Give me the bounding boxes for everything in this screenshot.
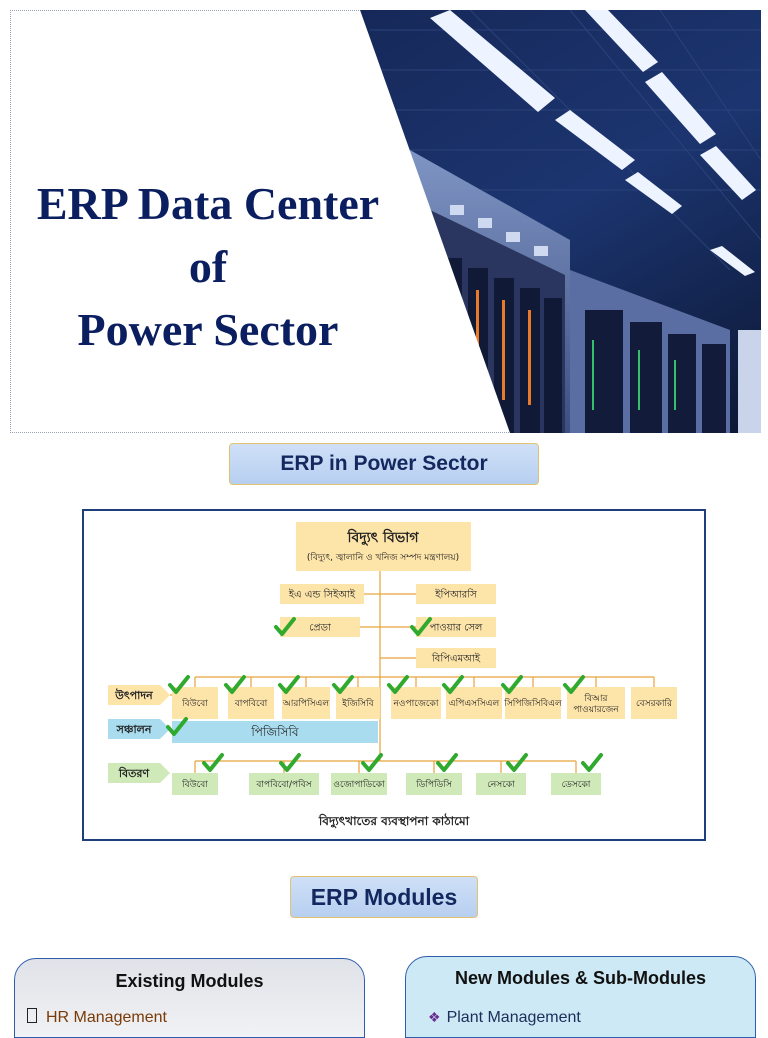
checkmark-icon	[202, 753, 224, 772]
checkmark-icon	[332, 675, 354, 694]
checkmark-icon	[279, 753, 301, 772]
org-chart-caption: বিদ্যুৎখাতের ব্যবস্থাপনা কাঠামো	[318, 813, 470, 830]
existing-modules-card: Existing Modules HR Management	[14, 958, 365, 1038]
list-item[interactable]: HR Management	[27, 1008, 167, 1027]
checkmark-icon	[442, 675, 464, 694]
generation-7-box	[567, 687, 625, 719]
distribution-1-box	[249, 773, 319, 795]
upper-2-box	[280, 617, 360, 637]
list-item[interactable]: ❖ Plant Management	[428, 1009, 581, 1027]
row-label-1: সঞ্চালন	[116, 723, 152, 736]
generation-5-label: এপিএসসিএল	[449, 698, 500, 709]
generation-4-label: নওপাজেকো	[393, 699, 439, 709]
checkmark-icon	[563, 675, 585, 694]
hero-title-line2: of	[188, 241, 228, 292]
generation-1-label: বাপবিবো	[234, 698, 268, 709]
org-chart: বিদ্যুৎ বিভাগ (বিদ্যুৎ, জ্বালানি ও খনিজ স…	[108, 522, 677, 830]
upper-3-label: পাওয়ার সেল	[430, 622, 483, 633]
checkmark-icon	[501, 675, 523, 694]
distribution-2-label: ওজোপাডিকো	[333, 779, 385, 790]
transmission-label: পিজিসিবি	[250, 725, 299, 739]
upper-3-box	[416, 617, 496, 637]
generation-8-box	[631, 687, 677, 719]
hero-title-line3: Power Sector	[77, 304, 339, 355]
generation-0-box	[172, 687, 218, 719]
generation-7-label: বিআর	[583, 693, 608, 704]
upper-1-label: ইপিআরসি	[434, 588, 477, 600]
distribution-3-label: ডিপিডিসি	[415, 779, 453, 790]
org-chart-frame: বিদ্যুৎ বিভাগ (বিদ্যুৎ, জ্বালানি ও খনিজ স…	[82, 509, 706, 841]
distribution-4-box	[476, 773, 526, 795]
checkmark-icon	[436, 753, 458, 772]
generation-1-box	[228, 687, 274, 719]
new-modules-card: New Modules & Sub-Modules ❖ Plant Managem…	[405, 956, 756, 1038]
hero-title-line1: ERP Data Center	[36, 178, 380, 229]
generation-6-box	[505, 687, 561, 719]
generation-4-box	[391, 687, 441, 719]
hero-banner: ERP Data Center of Power Sector	[10, 10, 761, 433]
distribution-5-label: ডেসকো	[562, 780, 591, 790]
upper-4-label: বিপিএমআই	[431, 652, 481, 664]
diamond-bullet-icon: ❖	[428, 1009, 441, 1025]
row-label-2: বিতরণ	[118, 766, 151, 780]
row-label-shape	[108, 685, 170, 705]
checkbox-icon	[27, 1008, 37, 1023]
distribution-0-label: বিউবো	[181, 778, 208, 790]
generation-2-label: আরপিসিএল	[282, 698, 329, 709]
generation-3-box	[336, 687, 380, 719]
section-title-erp-modules: ERP Modules	[290, 876, 478, 918]
checkmark-icon	[274, 617, 296, 636]
distribution-2-box	[331, 773, 387, 795]
checkmark-icon	[166, 717, 188, 736]
checkmark-icon	[361, 753, 383, 772]
root-box	[296, 522, 471, 571]
checkmark-icon	[410, 617, 432, 636]
generation-0-label: বিউবো	[181, 697, 208, 709]
upper-0-box	[280, 584, 364, 604]
row-label-shape	[108, 763, 170, 783]
hero-title: ERP Data Center of Power Sector	[10, 172, 406, 361]
generation-2-box	[282, 687, 330, 719]
module-plant-management: Plant Management	[446, 1009, 581, 1026]
upper-1-box	[416, 584, 496, 604]
distribution-1-label: বাপবিবো/পবিস	[255, 779, 312, 790]
checkmark-icon	[506, 753, 528, 772]
upper-0-label: ইএ এন্ড সিইআই	[288, 588, 356, 600]
root-title: বিদ্যুৎ বিভাগ	[346, 528, 419, 547]
generation-3-label: ইজিসিবি	[341, 698, 374, 709]
upper-4-box	[416, 648, 496, 668]
distribution-0-box	[172, 773, 218, 795]
root-subtitle: (বিদ্যুৎ, জ্বালানি ও খনিজ সম্পদ মন্ত্রণা…	[307, 552, 459, 563]
existing-modules-title: Existing Modules	[115, 971, 264, 991]
section-title-erp-power-sector: ERP in Power Sector	[229, 443, 539, 485]
generation-6-label: সিপিজিসিবিএল	[503, 698, 562, 709]
checkmark-icon	[224, 675, 246, 694]
checkmark-icon	[168, 675, 190, 694]
checkmark-icon	[581, 753, 603, 772]
distribution-5-box	[551, 773, 601, 795]
module-hr-management: HR Management	[46, 1009, 167, 1026]
generation-5-box	[446, 687, 502, 719]
new-modules-title: New Modules & Sub-Modules	[454, 968, 706, 988]
distribution-4-label: নেসকো	[487, 780, 515, 790]
generation-7-label: পাওয়ারজেন	[573, 705, 619, 715]
distribution-3-box	[406, 773, 462, 795]
checkmark-icon	[278, 675, 300, 694]
generation-8-label: বেসরকারি	[636, 698, 673, 709]
transmission-box	[172, 721, 378, 743]
checkmark-icon	[387, 675, 409, 694]
upper-2-label: প্রেডা	[309, 622, 332, 633]
row-label-0: উৎপাদন	[114, 688, 153, 702]
row-label-shape	[108, 719, 170, 739]
